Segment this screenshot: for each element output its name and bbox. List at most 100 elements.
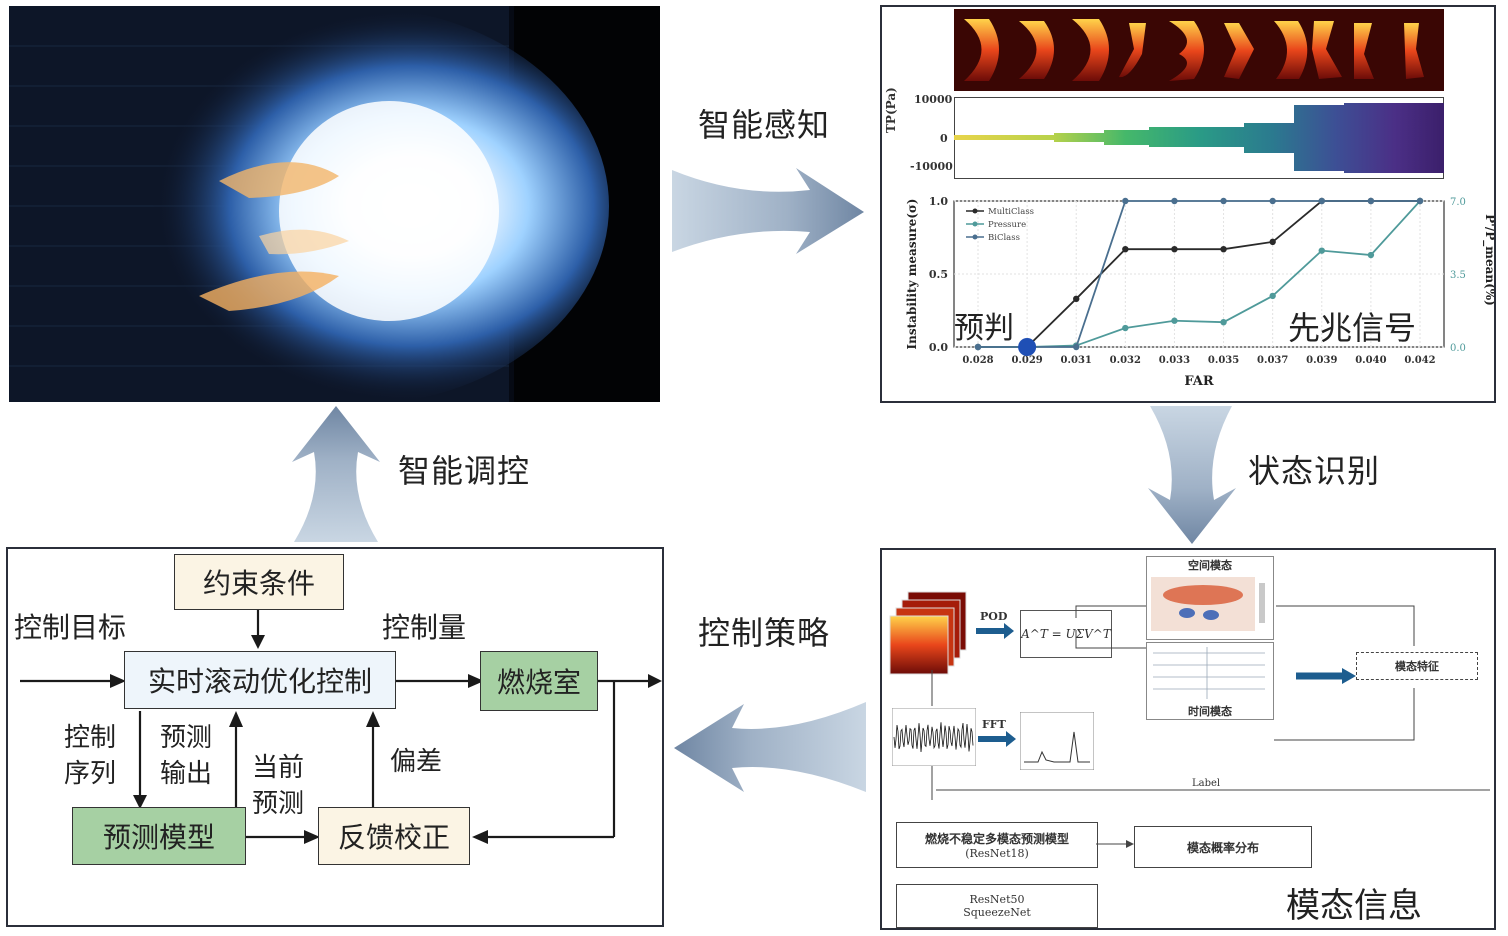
- control-target-label: 控制目标: [14, 611, 127, 644]
- data-point-biclass: [1367, 197, 1375, 205]
- y-right-tick-label: 3.5: [1450, 270, 1466, 281]
- control-panel: 约束条件 控制目标 控制量 实时滚动优化控制 燃烧室 控制 序列 预测 输出 当…: [6, 547, 664, 927]
- data-point-pressure: [1171, 317, 1178, 324]
- model-box: 燃烧不稳定多模态预测模型 (ResNet18): [896, 822, 1098, 868]
- series-line-biclass: [978, 200, 1420, 348]
- control-seq-label-2: 序列: [64, 759, 117, 789]
- legend-label: BiClass: [988, 233, 1020, 243]
- temporal-mode-box: 时间模态: [1146, 642, 1274, 720]
- data-point-biclass: [1318, 197, 1325, 205]
- legend-marker: [972, 208, 978, 214]
- spatial-mode-box: 空间模态: [1146, 556, 1274, 640]
- pod-arrow-icon: [976, 623, 1014, 639]
- tp-tick-bottom: -10000: [910, 160, 953, 173]
- fft-arrow-icon: [978, 731, 1016, 747]
- fft-spectrum-image: [1020, 712, 1094, 770]
- data-point-pressure: [1367, 251, 1375, 259]
- pressure-signal-image: [892, 708, 976, 766]
- control-seq-label-1: 控制: [64, 723, 117, 753]
- arrow-identify-icon: [1148, 406, 1236, 544]
- legend-label: Pressure: [988, 220, 1026, 230]
- x-tick-label: 0.042: [1404, 355, 1435, 366]
- x-tick-label: 0.033: [1159, 355, 1190, 366]
- y-tick-label: 1.0: [929, 195, 948, 208]
- data-point-biclass: [974, 343, 982, 351]
- temporal-mode-image: [1153, 647, 1265, 699]
- x-tick-label: 0.035: [1208, 355, 1239, 366]
- tp-axis-label: TP(Pa): [884, 87, 898, 133]
- mode-panel: POD A^T = UΣV^T 空间模态 时间模态: [880, 548, 1496, 930]
- temporal-mode-label: 时间模态: [1188, 705, 1232, 718]
- tp-tick-top: 10000: [914, 93, 953, 106]
- data-point-pressure: [1220, 318, 1227, 326]
- deviation-label: 偏差: [390, 747, 443, 777]
- prob-box-label: 模态概率分布: [1186, 840, 1259, 855]
- data-point-pressure: [1318, 247, 1325, 254]
- y-right-tick-label: 7.0: [1450, 197, 1466, 208]
- control-flow-lines: [20, 609, 662, 844]
- flame-sequence-strip: [954, 9, 1444, 91]
- constraint-box: 约束条件: [174, 554, 344, 610]
- annot-predict: 预判: [954, 311, 1014, 346]
- feature-connectors: [1274, 605, 1415, 741]
- pod-input-frames: [889, 591, 967, 675]
- model-box-line1: 燃烧不稳定多模态预测模型: [924, 832, 1069, 846]
- y-axis-label: Instability measure(σ): [905, 199, 919, 350]
- x-tick-label: 0.037: [1257, 355, 1288, 366]
- data-point-biclass: [1122, 197, 1129, 205]
- arrow-regulate-icon: [292, 406, 380, 542]
- label-identify: 状态识别: [1248, 452, 1381, 490]
- alt-model-1: ResNet50: [969, 893, 1025, 906]
- y-right-axis-label: P'/P_mean(%): [1482, 214, 1494, 306]
- label-text: Label: [1192, 778, 1221, 789]
- x-tick-label: 0.031: [1061, 355, 1092, 366]
- x-tick-label: 0.028: [962, 355, 993, 366]
- flame-image: [9, 6, 660, 402]
- optimizer-box: 实时滚动优化控制: [124, 651, 396, 709]
- arrow-strategy-icon: [674, 702, 866, 792]
- pred-output-label-2: 输出: [160, 759, 213, 789]
- mode-feature-box: 模态特征: [1356, 652, 1478, 680]
- y-right-tick-label: 0.0: [1450, 343, 1466, 354]
- feedback-box: 反馈校正: [318, 807, 470, 865]
- tp-tick-mid: 0: [940, 132, 948, 145]
- pod-label: POD: [980, 610, 1008, 623]
- x-tick-label: 0.039: [1306, 355, 1337, 366]
- data-point-biclass: [1171, 197, 1178, 205]
- mode-feature-label: 模态特征: [1395, 660, 1439, 673]
- data-point-biclass: [1220, 197, 1227, 205]
- flame-photo: [9, 6, 660, 402]
- data-point-biclass: [1416, 197, 1424, 205]
- data-point-multiclass: [1171, 245, 1178, 253]
- data-point-pressure: [1122, 324, 1129, 332]
- model-to-prob-arrow: [1096, 840, 1134, 848]
- legend-marker: [972, 221, 978, 227]
- tp-pressure-trace: [954, 97, 1444, 179]
- pred-model-box: 预测模型: [72, 807, 246, 865]
- mode-caption: 模态信息: [1286, 886, 1422, 926]
- legend-label: MultiClass: [988, 207, 1034, 217]
- label-connectors: [931, 670, 1490, 800]
- current-pred-label-1: 当前: [252, 753, 305, 783]
- combustor-box: 燃烧室: [480, 651, 598, 711]
- x-tick-label: 0.040: [1355, 355, 1386, 366]
- svd-equation: A^T = UΣV^T: [1021, 627, 1111, 641]
- label-sense: 智能感知: [698, 106, 831, 144]
- legend-marker: [972, 234, 978, 240]
- alt-model-2: SqueezeNet: [963, 906, 1031, 919]
- data-point-multiclass: [1073, 295, 1080, 303]
- data-point-multiclass: [1220, 245, 1227, 253]
- spatial-mode-image: [1151, 577, 1265, 631]
- data-point-multiclass: [1269, 238, 1276, 246]
- predict-marker: [1018, 338, 1037, 356]
- spatial-mode-label: 空间模态: [1188, 559, 1232, 572]
- pred-output-label-1: 预测: [160, 723, 213, 753]
- label-strategy: 控制策略: [698, 614, 831, 652]
- y-tick-label: 0.5: [929, 268, 948, 281]
- x-axis-label: FAR: [1184, 374, 1214, 389]
- data-point-biclass: [1073, 343, 1080, 351]
- data-point-multiclass: [1122, 245, 1129, 253]
- svd-equation-box: A^T = UΣV^T: [1020, 610, 1112, 658]
